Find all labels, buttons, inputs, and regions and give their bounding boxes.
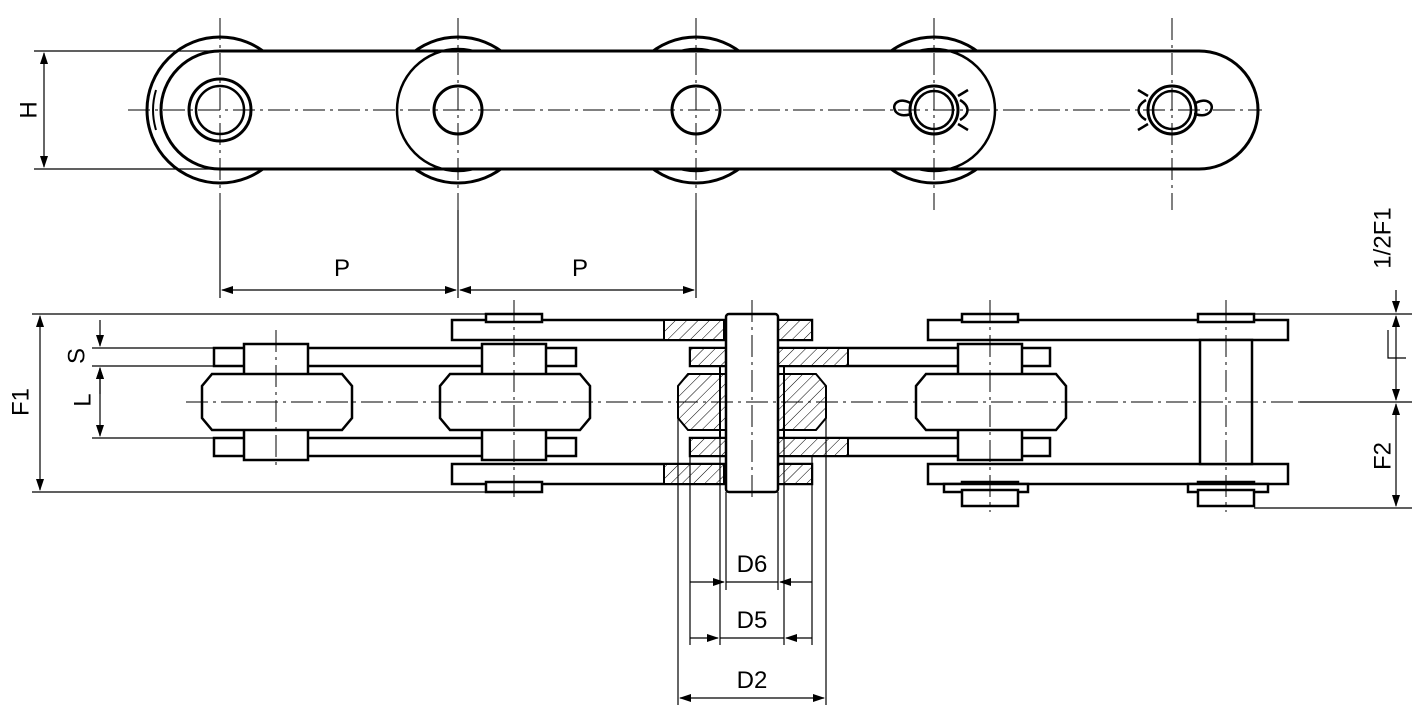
dim-label-d5: D5	[737, 607, 768, 634]
section-hatch	[777, 463, 813, 485]
dim-label-s: S	[63, 348, 90, 364]
dim-label-p: P	[572, 255, 588, 282]
outer-plate-top	[926, 318, 1290, 342]
dim-label-h: H	[15, 101, 42, 118]
roller-edge-left	[152, 89, 157, 131]
cotter-pin-icon	[1137, 88, 1213, 132]
dim-label-d2: D2	[737, 667, 768, 694]
dim-label-l: L	[69, 393, 96, 406]
dim-label-p: P	[334, 255, 350, 282]
section-hatch	[663, 463, 725, 485]
dim-label-half-f1: 1/2F1	[1369, 207, 1396, 268]
dim-label-f1: F1	[7, 388, 34, 416]
outer-plate-bottom	[926, 462, 1290, 486]
top-view: H P P	[15, 18, 1262, 298]
section-view: F1 S L 1/2F1 F2 D6 D5	[7, 207, 1412, 705]
section-hatch	[777, 437, 849, 457]
dim-label-f2: F2	[1369, 442, 1396, 470]
dim-label-d6: D6	[737, 551, 768, 578]
section-hatch	[689, 347, 727, 367]
section-hatch	[777, 347, 849, 367]
cotter-pin-icon	[893, 88, 969, 132]
section-hatch	[663, 319, 725, 341]
section-hatch	[777, 319, 813, 341]
